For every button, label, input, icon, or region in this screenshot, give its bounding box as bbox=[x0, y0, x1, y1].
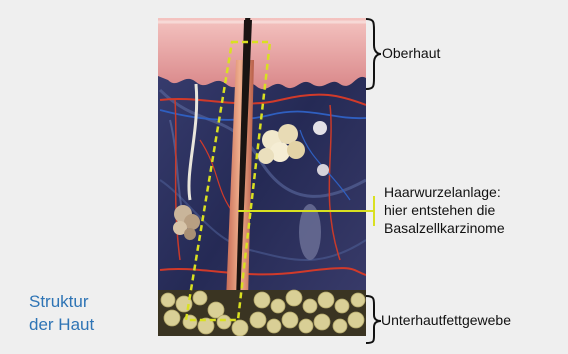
caption-line2: der Haut bbox=[29, 313, 94, 336]
label-haarwurzelanlage: Haarwurzelanlage: hier entstehen die Bas… bbox=[384, 183, 505, 237]
unterhaut-brace bbox=[366, 296, 381, 343]
nerve-ending bbox=[313, 121, 327, 135]
pacinian-corpuscle bbox=[299, 204, 321, 260]
diagram-caption: Struktur der Haut bbox=[29, 290, 94, 336]
label-oberhaut: Oberhaut bbox=[382, 44, 440, 62]
caption-line1: Struktur bbox=[29, 290, 94, 313]
label-haarwurzel-line1: Haarwurzelanlage: bbox=[384, 183, 505, 201]
label-unterhautfettgewebe: Unterhautfettgewebe bbox=[381, 311, 511, 329]
label-haarwurzel-line3: Basalzellkarzinome bbox=[384, 219, 505, 237]
skin-cross-section bbox=[158, 0, 366, 340]
nerve-ending bbox=[317, 164, 329, 176]
label-haarwurzel-line2: hier entstehen die bbox=[384, 201, 505, 219]
oberhaut-brace bbox=[366, 19, 381, 89]
epidermis-layer bbox=[158, 18, 366, 89]
